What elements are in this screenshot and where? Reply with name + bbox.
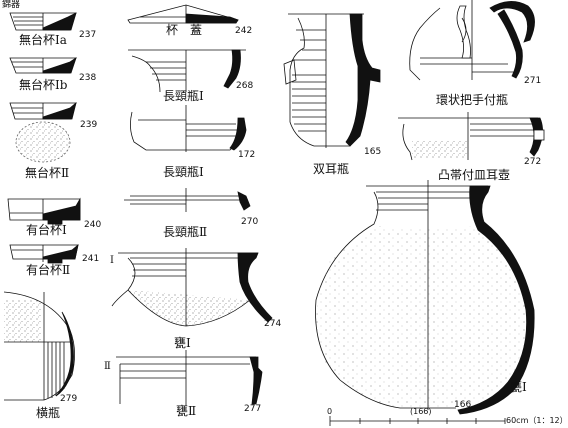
number-172: 172 xyxy=(238,150,256,160)
vessel-268-chokei-1 xyxy=(128,49,246,93)
number-274: 274 xyxy=(264,319,282,329)
vessel-239-mudai-2 xyxy=(9,101,77,163)
label-chokei-1a: 長頸瓶Ⅰ xyxy=(163,89,204,103)
label-mudai-1b: 無台杯Ⅰb xyxy=(19,78,68,92)
vessel-272-totai xyxy=(398,112,545,161)
label-futa: 杯 蓋 xyxy=(166,23,203,37)
number-277: 277 xyxy=(244,404,262,414)
vessel-166-kame-1-large xyxy=(315,180,535,415)
marker-1: Ⅰ xyxy=(110,255,114,266)
label-kame-1-large: 甕Ⅰ xyxy=(510,380,527,394)
scale-mid: (166) xyxy=(410,407,432,416)
label-yudai-1: 有台杯Ⅰ xyxy=(26,223,67,237)
vessel-237-mudai-1a xyxy=(9,12,77,31)
label-mudai-2: 無台杯Ⅱ xyxy=(25,166,70,180)
vessel-172-chokei-1 xyxy=(130,105,247,152)
number-241: 241 xyxy=(82,254,100,264)
number-240: 240 xyxy=(84,220,102,230)
corner-text: 錦器 xyxy=(2,0,21,10)
scale-end: 60cm（1：12） xyxy=(506,416,568,425)
vessel-271-kanjo xyxy=(409,0,535,81)
number-270: 270 xyxy=(241,217,259,227)
label-kame-2: 甕Ⅱ xyxy=(176,404,197,418)
number-268: 268 xyxy=(236,81,254,91)
vessel-240-yudai-1 xyxy=(7,197,81,225)
number-166: 166 xyxy=(454,400,472,410)
vessel-241-yudai-2 xyxy=(9,243,79,264)
vessel-238-mudai-1b xyxy=(9,57,77,74)
number-271: 271 xyxy=(524,76,542,86)
vessel-165-soji xyxy=(283,13,381,148)
number-239: 239 xyxy=(80,120,98,130)
label-yudai-2: 有台杯Ⅱ xyxy=(26,263,71,277)
vessel-270-chokei-2 xyxy=(124,188,251,212)
label-kanjo: 環状把手付瓶 xyxy=(436,93,509,107)
vessel-242-futa xyxy=(127,4,239,24)
label-chokei-1b: 長頸瓶Ⅰ xyxy=(163,165,204,179)
number-237: 237 xyxy=(79,30,97,40)
label-soji: 双耳瓶 xyxy=(313,162,350,176)
vessel-277-kame-2 xyxy=(116,350,263,406)
label-chokei-2: 長頸瓶Ⅱ xyxy=(163,225,208,239)
scale-zero: 0 xyxy=(327,407,333,416)
number-242: 242 xyxy=(235,26,253,36)
marker-2: Ⅱ xyxy=(104,361,111,372)
number-165: 165 xyxy=(364,147,382,157)
vessel-274-kame-1 xyxy=(111,248,273,327)
vessel-279-yokobe xyxy=(3,291,75,401)
number-272: 272 xyxy=(524,157,542,167)
label-kame-1-small: 甕Ⅰ xyxy=(174,336,191,350)
number-238: 238 xyxy=(79,73,97,83)
number-279: 279 xyxy=(60,394,78,404)
scale-bar xyxy=(329,416,506,426)
label-mudai-1a: 無台杯Ⅰa xyxy=(19,33,67,47)
label-yokobe: 横瓶 xyxy=(36,406,61,420)
label-totai: 凸帯付皿耳壺 xyxy=(438,168,511,182)
